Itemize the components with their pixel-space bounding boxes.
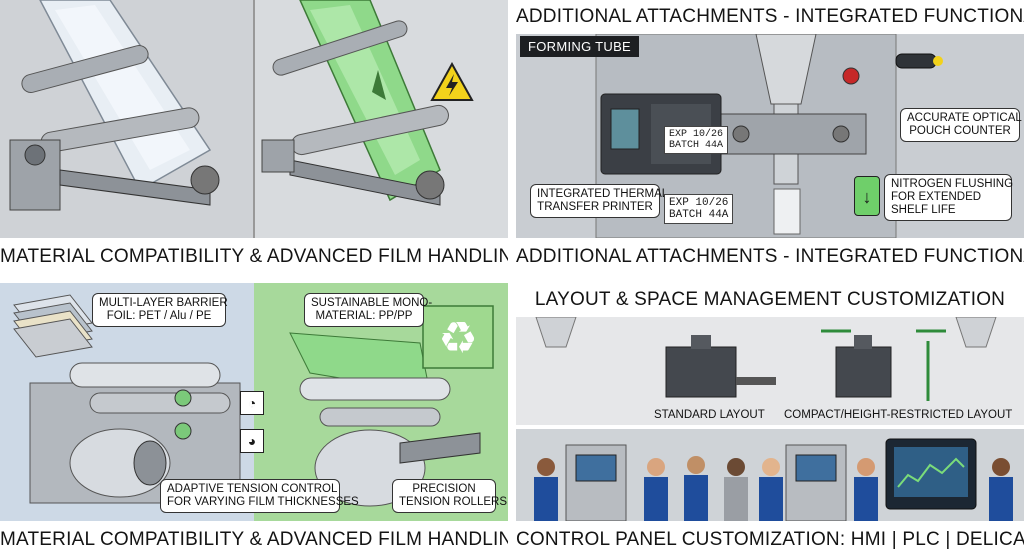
printer-batch-label: EXP 10/26 BATCH 44A: [664, 194, 734, 224]
printer-label-line-1: EXP 10/26: [669, 197, 729, 209]
tension-line-2: FOR VARYING FILM THICKNESSES: [167, 496, 359, 508]
recycle-icon: ♻: [422, 305, 494, 369]
barrier-line-2: FOIL: PET / Alu / PE: [106, 310, 212, 322]
nitrogen-line-3: SHELF LIFE: [891, 204, 956, 216]
panel-attachments: ADDITIONAL ATTACHMENTS - INTEGRATED FUNC…: [516, 0, 1024, 276]
printer-callout: INTEGRATED THERMAL TRANSFER PRINTER: [530, 184, 669, 218]
barrier-line-1: MULTI-LAYER BARRIER: [99, 297, 228, 309]
standard-layout-label: STANDARD LAYOUT: [654, 409, 765, 421]
rollers-line-2: TENSION ROLLERS: [399, 496, 507, 508]
printer-callout-line-1: INTEGRATED THERMAL: [537, 188, 669, 200]
attachments-illustration: FORMING TUBE EXP 10/26 BATCH 44A INTEGRA…: [516, 34, 1024, 238]
panel-film-handling: MATERIAL COMPATIBILITY & ADVANCED FILM H…: [0, 0, 508, 276]
tension-line-1: ADAPTIVE TENSION CONTROL: [167, 483, 338, 495]
optical-counter-callout: ACCURATE OPTICAL POUCH COUNTER: [900, 108, 1022, 142]
compact-layout-label: COMPACT/HEIGHT-RESTRICTED LAYOUT: [784, 409, 1013, 421]
rollers-line-1: PRECISION: [412, 483, 476, 495]
nitrogen-callout: NITROGEN FLUSHING FOR EXTENDED SHELF LIF…: [884, 174, 1014, 221]
nitrogen-line-2: FOR EXTENDED: [891, 191, 982, 203]
layout-control-illustration: STANDARD LAYOUT COMPACT/HEIGHT-RESTRICTE…: [516, 317, 1024, 521]
print-sample-label: EXP 10/26 BATCH 44A: [664, 126, 729, 154]
caption-film-handling: MATERIAL COMPATIBILITY & ADVANCED FILM H…: [0, 238, 508, 276]
gauge-icon: ◕: [240, 429, 264, 453]
title-layout: LAYOUT & SPACE MANAGEMENT CUSTOMIZATION: [516, 283, 1024, 317]
svg-text:♻: ♻: [438, 313, 477, 364]
panel-film-materials: ♻ ◔ ◕ MULTI-LAYER BARRIER FOIL: PET / Al…: [0, 283, 508, 559]
mono-line-1: SUSTAINABLE MONO-: [311, 297, 433, 309]
caption-control-panel: CONTROL PANEL CUSTOMIZATION: HMI | PLC |…: [516, 521, 1024, 559]
panel-layout-control: LAYOUT & SPACE MANAGEMENT CUSTOMIZATION: [516, 283, 1024, 559]
barrier-foil-callout: MULTI-LAYER BARRIER FOIL: PET / Alu / PE: [92, 293, 228, 327]
mono-material-callout: SUSTAINABLE MONO- MATERIAL: PP/PP: [304, 293, 433, 327]
print-sample-line-2: BATCH 44A: [669, 140, 724, 151]
film-handling-illustration: [0, 0, 508, 238]
print-sample-line-1: EXP 10/26: [669, 129, 724, 140]
nitrogen-cylinder-icon: ↓: [854, 176, 880, 216]
tension-control-callout: ADAPTIVE TENSION CONTROL FOR VARYING FIL…: [160, 479, 359, 513]
film-materials-illustration: ♻ ◔ ◕ MULTI-LAYER BARRIER FOIL: PET / Al…: [0, 283, 508, 521]
printer-label-line-2: BATCH 44A: [669, 209, 729, 221]
foil-layers-graphic: [13, 294, 93, 358]
gauge-icon: ◔: [240, 391, 264, 415]
printer-callout-line-2: TRANSFER PRINTER: [537, 201, 653, 213]
mono-line-2: MATERIAL: PP/PP: [315, 310, 413, 322]
caption-attachments: ADDITIONAL ATTACHMENTS - INTEGRATED FUNC…: [516, 238, 1024, 276]
warning-electric-icon: [430, 62, 474, 101]
forming-tube-tag: FORMING TUBE: [520, 36, 640, 57]
optical-counter-line-2: POUCH COUNTER: [909, 125, 1011, 137]
caption-film-materials: MATERIAL COMPATIBILITY & ADVANCED FILM H…: [0, 521, 508, 559]
nitrogen-line-1: NITROGEN FLUSHING: [891, 178, 1014, 190]
optical-counter-line-1: ACCURATE OPTICAL: [907, 112, 1022, 124]
precision-rollers-callout: PRECISION TENSION ROLLERS: [392, 479, 507, 513]
title-attachments: ADDITIONAL ATTACHMENTS - INTEGRATED FUNC…: [516, 0, 1024, 34]
